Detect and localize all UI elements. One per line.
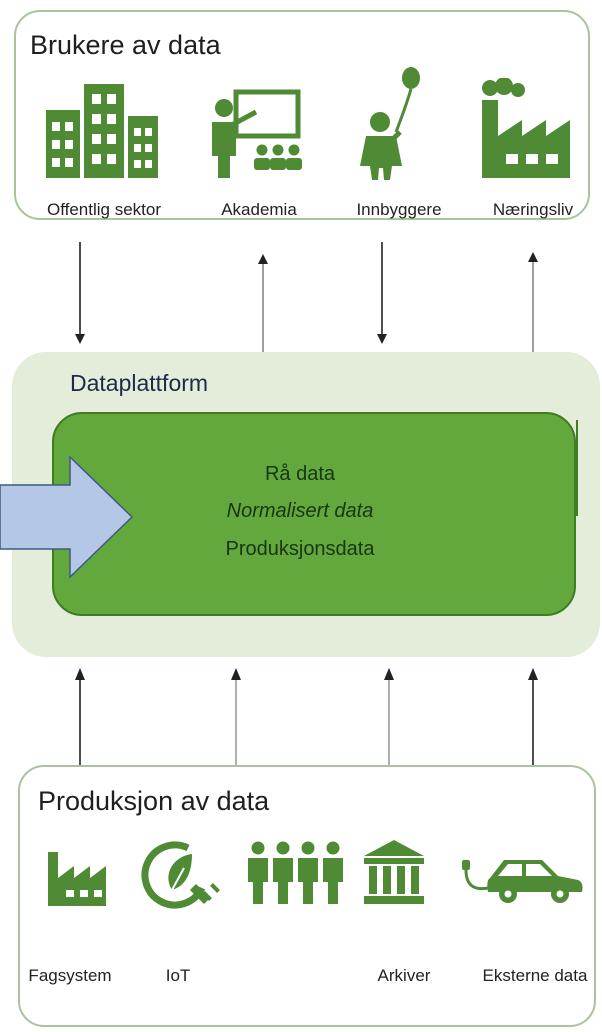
arrowhead-up-arkiver (384, 668, 394, 680)
arrowhead-up-naeringsliv (528, 252, 538, 262)
data-production-title: Produksjon av data (38, 786, 270, 816)
arrowhead-up-akademia (258, 254, 268, 264)
factory-icon (48, 852, 106, 906)
producer-label-iot: IoT (165, 966, 191, 985)
teacher-classroom-icon (212, 89, 302, 178)
factory-icon (482, 78, 570, 178)
arrowhead-up-fagsystem (75, 668, 85, 680)
data-platform-edge-line (576, 420, 578, 516)
layer-normalized-data: Normalisert data (226, 500, 374, 522)
leaf-plug-icon (141, 841, 220, 909)
user-label-naeringsliv: Næringsliv (492, 200, 574, 219)
layer-raw-data: Rå data (264, 463, 336, 485)
arrowhead-down-innbyggere (377, 334, 387, 344)
data-platform-title: Dataplattform (70, 370, 209, 396)
user-label-innbyggere: Innbyggere (356, 200, 442, 219)
producer-label-eksterne-data: Eksterne data (482, 966, 588, 985)
user-label-offentlig-sektor: Offentlig sektor (46, 200, 162, 219)
producer-label-fagsystem: Fagsystem (28, 966, 112, 985)
data-platform-core (52, 412, 576, 616)
people-group-icon (248, 841, 343, 904)
user-label-akademia: Akademia (221, 200, 297, 219)
producer-label-arkiver: Arkiver (377, 966, 431, 985)
arrowhead-up-eksterne (528, 668, 538, 680)
input-arrow (0, 455, 134, 579)
arrowhead-up-iot (231, 668, 241, 680)
office-buildings-icon (46, 84, 158, 178)
arrowhead-down-offentlig (75, 334, 85, 344)
layer-production-data: Produksjonsdata (225, 538, 375, 560)
data-users-title: Brukere av data (30, 30, 221, 60)
archive-building-icon (364, 840, 424, 904)
electric-car-icon (462, 860, 583, 903)
child-with-balloon-icon (360, 67, 420, 180)
